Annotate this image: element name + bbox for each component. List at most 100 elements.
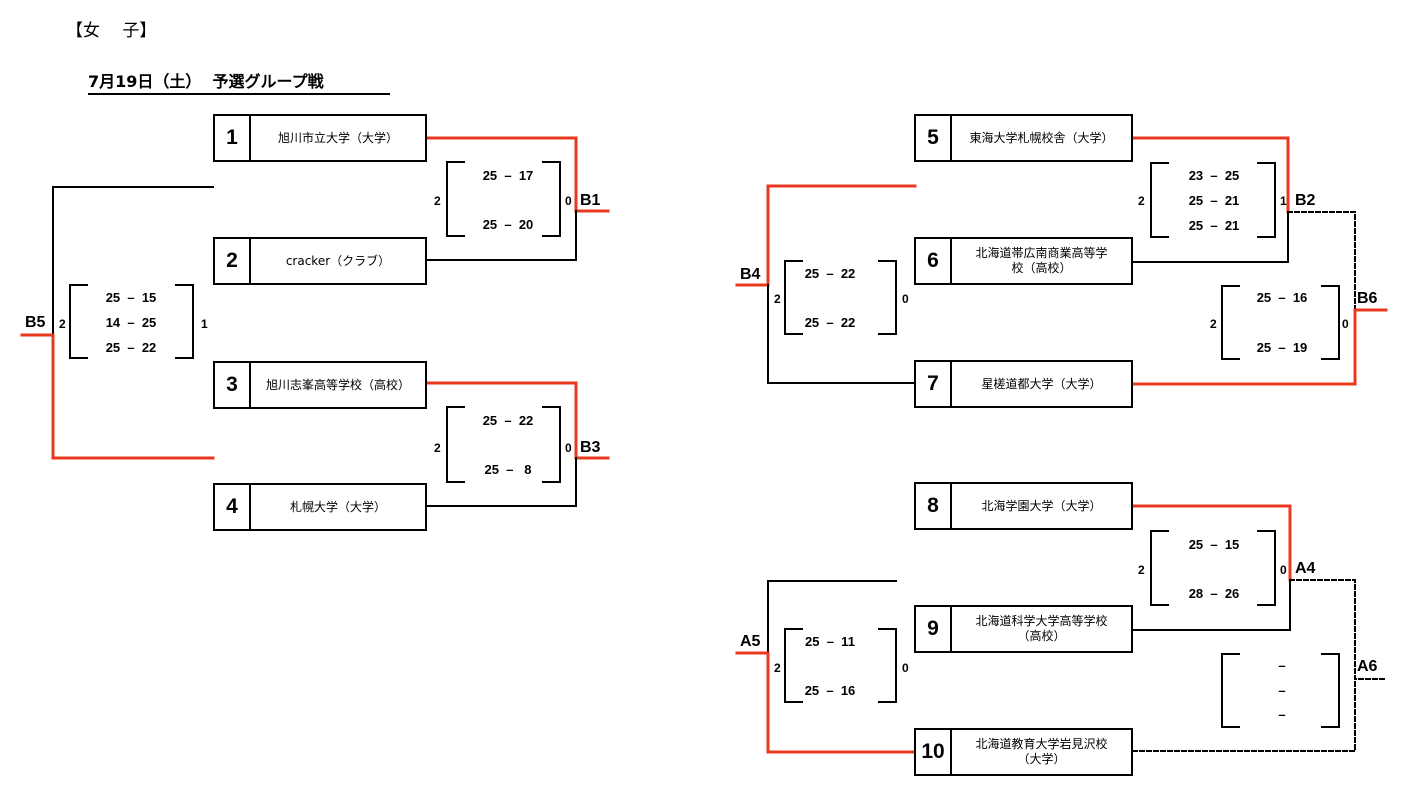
team-box: 3 旭川志峯高等学校（高校） — [213, 361, 427, 409]
bracket-line-a5-winner — [735, 651, 917, 754]
set-score: 25 – 22 — [804, 266, 856, 281]
team-box: 8 北海学園大学（大学） — [914, 482, 1133, 530]
team-box: 6 北海道帯広南商業高等学 校（高校） — [914, 237, 1133, 285]
score-bracket-left — [69, 284, 88, 359]
team-name: 旭川市立大学（大学） — [277, 130, 398, 145]
set-score: 25 – 19 — [1256, 340, 1308, 355]
team-box: 5 東海大学札幌校舎（大学） — [914, 114, 1133, 162]
sets-won-right: 0 — [902, 292, 909, 306]
sets-won-left: 2 — [774, 292, 781, 306]
team-name: 旭川志峯高等学校（高校） — [265, 377, 410, 392]
score-bracket-right — [1257, 530, 1276, 606]
score-bracket-right — [878, 628, 897, 703]
bracket-line-b3-loser — [427, 457, 577, 507]
team-name: cracker（クラブ） — [285, 253, 391, 268]
team-name: 星槎道都大学（大学） — [981, 376, 1102, 391]
score-bracket-right — [1321, 285, 1340, 360]
sets-won-right: 0 — [1342, 317, 1349, 331]
score-bracket-right — [542, 161, 561, 237]
score-bracket-left — [784, 628, 803, 703]
set-score: 14 – 25 — [105, 315, 157, 330]
set-score: 25 – 11 — [805, 634, 855, 649]
bracket-line-b2-loser — [1132, 211, 1289, 263]
set-score: 25 – 15 — [105, 290, 157, 305]
team-box: 10 北海道教育大学岩見沢校 （大学） — [914, 728, 1133, 776]
team-seed: 8 — [916, 484, 952, 528]
page-heading: 【女 子】 — [66, 21, 157, 41]
team-box: 4 札幌大学（大学） — [213, 483, 427, 531]
match-label: B3 — [580, 439, 601, 456]
team-box: 2 cracker（クラブ） — [213, 237, 427, 285]
team-seed: 10 — [916, 730, 952, 774]
team-name: 北海道帯広南商業高等学 校（高校） — [975, 246, 1108, 275]
score-bracket-right — [542, 406, 561, 483]
bracket-line-b4-winner — [735, 184, 917, 287]
sets-won-right: 0 — [1280, 563, 1287, 577]
bracket-line-b6-pending — [1287, 211, 1356, 311]
set-score: 28 – 26 — [1188, 586, 1240, 601]
set-score: 25 – 15 — [1188, 537, 1240, 552]
set-score: – — [1278, 683, 1286, 698]
score-bracket-left — [1150, 162, 1169, 238]
page-subheading: 7月19日（土） 予選グループ戦 — [88, 68, 390, 95]
sets-won-right: 0 — [565, 441, 572, 455]
bracket-line-b3-winner — [426, 381, 610, 460]
sets-won-left: 2 — [434, 194, 441, 208]
set-score: 25 – 21 — [1188, 218, 1240, 233]
bracket-line-a6-top — [1289, 579, 1387, 680]
team-name: 北海道科学大学高等学校 （高校） — [975, 614, 1108, 643]
bracket-line-b2-winner — [1131, 136, 1290, 214]
set-score: 25 – 22 — [804, 315, 856, 330]
bracket-line-b5-loser — [52, 186, 214, 336]
score-bracket-left — [784, 260, 803, 335]
set-score: 25 – 8 — [484, 462, 532, 477]
set-score: 25 – 20 — [482, 217, 534, 232]
match-label: A6 — [1357, 658, 1378, 675]
set-score: 25 – 16 — [1256, 290, 1308, 305]
score-bracket-right — [175, 284, 194, 359]
match-label: A4 — [1295, 560, 1316, 577]
set-score: 25 – 21 — [1188, 193, 1240, 208]
bracket-line-b5-winner — [20, 333, 215, 460]
bracket-line-a4-winner — [1131, 504, 1292, 582]
sets-won-right: 0 — [565, 194, 572, 208]
set-score: – — [1278, 658, 1286, 673]
team-box: 9 北海道科学大学高等学校 （高校） — [914, 605, 1133, 653]
set-score: 25 – 16 — [804, 683, 856, 698]
team-seed: 3 — [215, 363, 251, 407]
score-bracket-right — [1321, 653, 1340, 728]
team-seed: 2 — [215, 239, 251, 283]
score-bracket-left — [446, 406, 465, 483]
bracket-line-b6-winner — [1131, 308, 1388, 386]
score-bracket-left — [446, 161, 465, 237]
sets-won-left: 2 — [1210, 317, 1217, 331]
score-bracket-left — [1221, 653, 1240, 728]
team-name: 北海学園大学（大学） — [981, 498, 1102, 513]
set-score: 25 – 22 — [105, 340, 157, 355]
match-label: B6 — [1357, 290, 1378, 307]
bracket-line-b1-winner — [426, 136, 610, 213]
match-label: B4 — [740, 266, 761, 283]
team-seed: 1 — [215, 116, 251, 160]
sets-won-left: 2 — [1138, 194, 1145, 208]
team-box: 7 星槎道都大学（大学） — [914, 360, 1133, 408]
sets-won-left: 2 — [59, 317, 66, 331]
bracket-line-b4-loser — [767, 284, 916, 384]
set-score: 23 – 25 — [1188, 168, 1240, 183]
set-score: 25 – 17 — [482, 168, 534, 183]
sets-won-left: 2 — [774, 661, 781, 675]
bracket-line-a4-loser — [1132, 579, 1291, 631]
team-box: 1 旭川市立大学（大学） — [213, 114, 427, 162]
sets-won-right: 0 — [902, 661, 909, 675]
score-bracket-left — [1221, 285, 1240, 360]
score-bracket-right — [878, 260, 897, 335]
match-label: B5 — [25, 314, 46, 331]
sets-won-right: 1 — [201, 317, 208, 331]
score-bracket-right — [1257, 162, 1276, 238]
match-label: B1 — [580, 192, 601, 209]
team-seed: 7 — [916, 362, 952, 406]
sets-won-left: 2 — [434, 441, 441, 455]
team-name: 札幌大学（大学） — [289, 499, 386, 514]
sets-won-right: 1 — [1280, 194, 1287, 208]
team-name: 東海大学札幌校舎（大学） — [969, 130, 1114, 145]
